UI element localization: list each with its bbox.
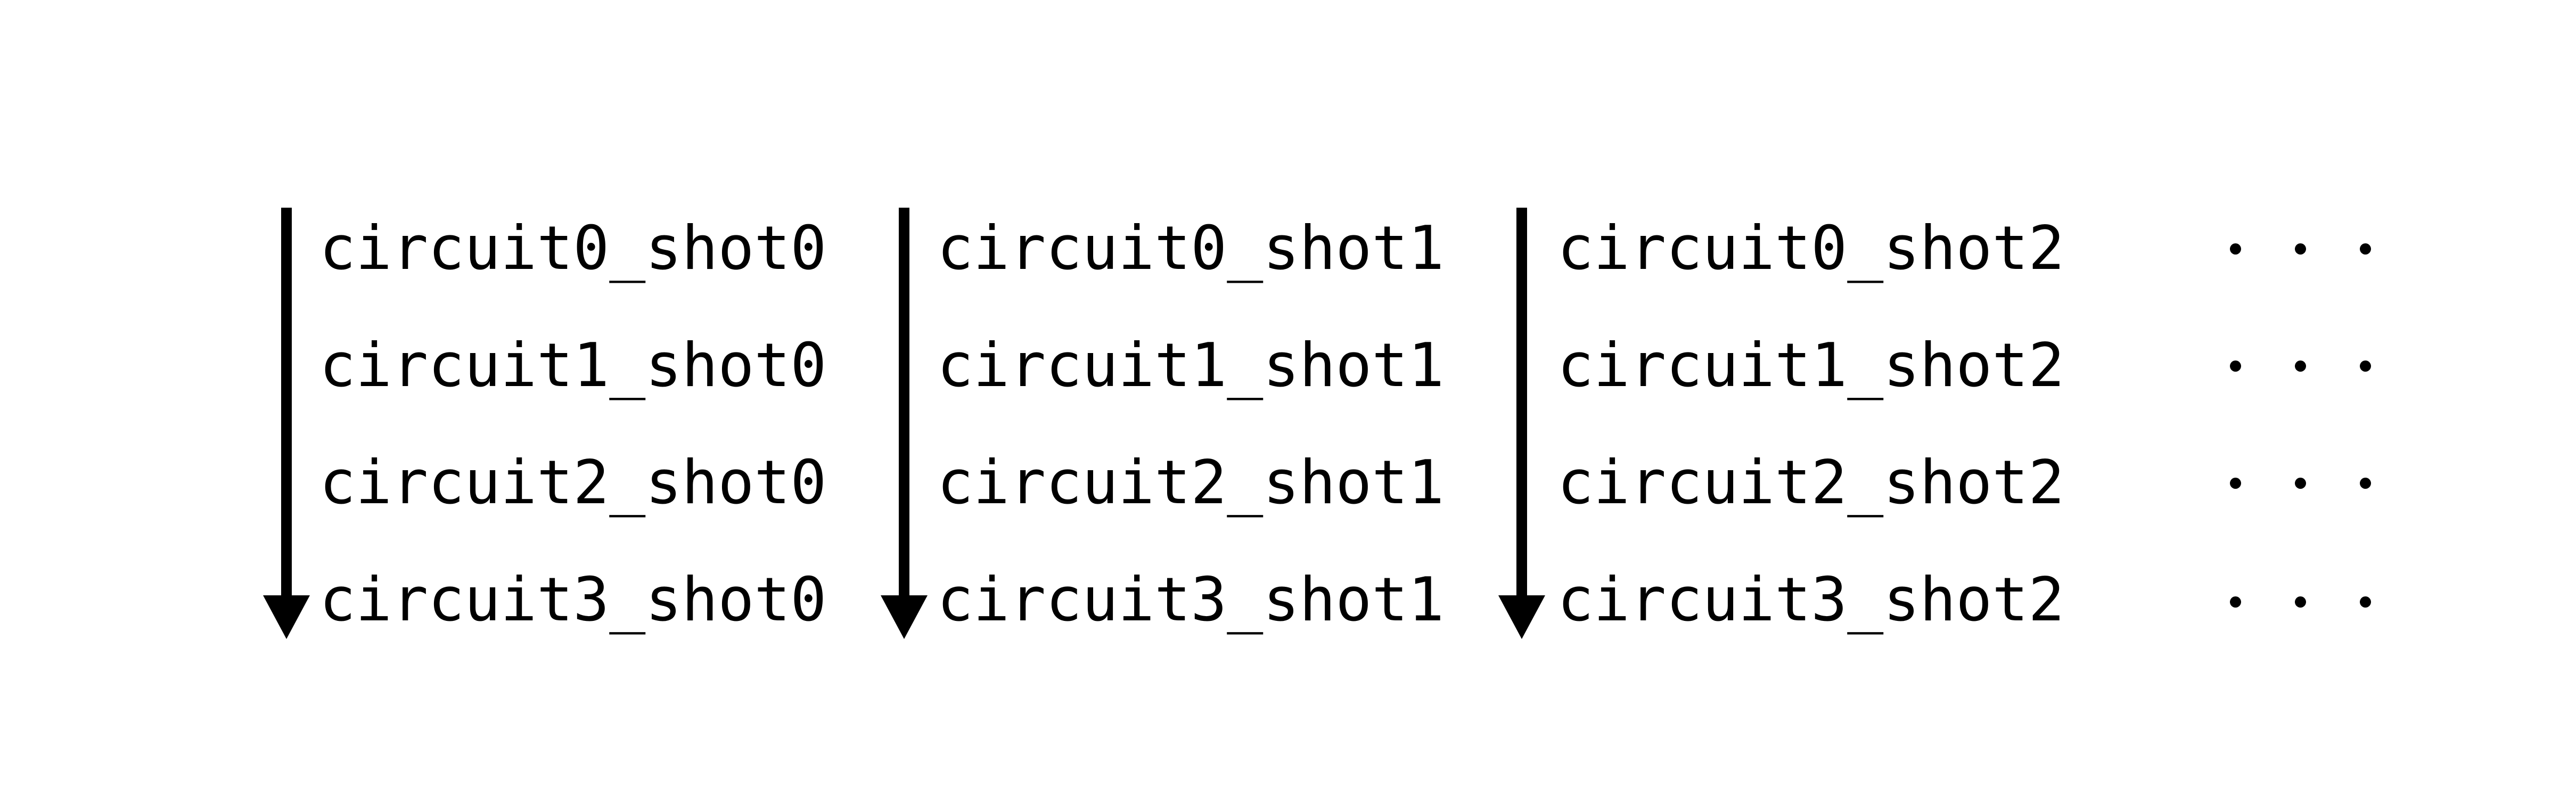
arrow-head-icon (263, 595, 310, 639)
circuit-shot-label: circuit3_shot1 (937, 564, 1445, 635)
ellipsis-dot-icon (2295, 243, 2306, 255)
shot1-order-arrow (881, 208, 928, 639)
ellipsis-gap (2306, 483, 2360, 484)
ellipsis-dot-icon (2230, 243, 2241, 255)
circuit-shot-label: circuit2_shot1 (937, 447, 1445, 518)
ellipsis-dot-icon (2230, 360, 2241, 372)
ellipsis-row (2230, 596, 2371, 608)
ellipsis-dot-icon (2360, 596, 2371, 608)
ellipsis-dot-icon (2360, 360, 2371, 372)
circuit-shot-label: circuit2_shot0 (319, 447, 827, 518)
ellipsis-dot-icon (2360, 477, 2371, 489)
ellipsis-row (2230, 477, 2371, 489)
shot2-order-arrow (1498, 208, 1545, 639)
arrow-shaft (281, 208, 292, 596)
ellipsis-dot-icon (2295, 596, 2306, 608)
circuit-shot-label: circuit1_shot0 (319, 330, 827, 400)
circuit-shot-label: circuit3_shot2 (1557, 564, 2065, 635)
ellipsis-dot-icon (2230, 596, 2241, 608)
circuit-shot-label: circuit2_shot2 (1557, 447, 2065, 518)
arrow-head-icon (1498, 595, 1545, 639)
arrow-head-icon (881, 595, 928, 639)
ellipsis-gap (2241, 483, 2295, 484)
ellipsis-dot-icon (2230, 477, 2241, 489)
circuit-shot-label: circuit0_shot2 (1557, 213, 2065, 283)
ellipsis-dot-icon (2360, 243, 2371, 255)
circuit-shot-label: circuit0_shot1 (937, 213, 1445, 283)
circuit-shot-label: circuit0_shot0 (319, 213, 827, 283)
circuit-shot-label: circuit1_shot1 (937, 330, 1445, 400)
arrow-shaft (899, 208, 909, 596)
ellipsis-row (2230, 243, 2371, 255)
arrow-shaft (1516, 208, 1527, 596)
circuit-shot-label: circuit3_shot0 (319, 564, 827, 635)
ellipsis-row (2230, 360, 2371, 372)
ellipsis-dot-icon (2295, 477, 2306, 489)
shot0-order-arrow (263, 208, 310, 639)
ellipsis-dot-icon (2295, 360, 2306, 372)
circuit-shot-label: circuit1_shot2 (1557, 330, 2065, 400)
